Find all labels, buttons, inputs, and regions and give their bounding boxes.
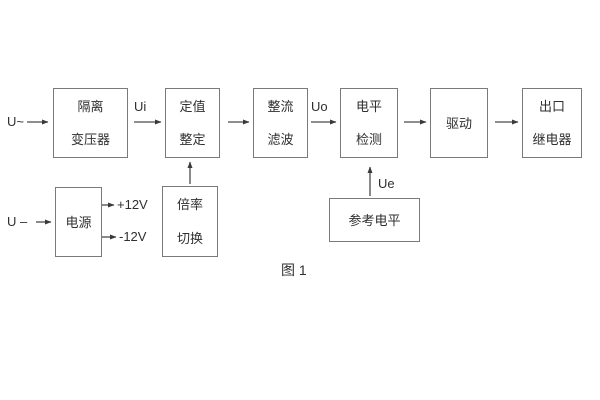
block-output-relay-line2: 继电器 [532, 132, 572, 147]
block-ratio-switching-line2: 切换 [176, 231, 203, 246]
block-isolation-transformer-line2: 变压器 [70, 132, 110, 147]
block-ratio-switching-line1: 倍率 [176, 197, 203, 212]
block-output-relay: 出口 继电器 [522, 88, 582, 158]
block-rectifier-filter: 整流 滤波 [253, 88, 308, 158]
block-setting-adjustment-line1: 定值 [179, 99, 206, 114]
block-output-relay-line1: 出口 [538, 99, 565, 114]
block-level-detection: 电平 检测 [340, 88, 398, 158]
block-rectifier-filter-line2: 滤波 [267, 132, 294, 147]
label-ui: Ui [134, 99, 147, 114]
block-drive-label: 驱动 [445, 115, 472, 131]
label-plus-12v: +12V [117, 197, 148, 212]
block-ratio-switching: 倍率 切换 [162, 186, 218, 257]
block-rectifier-filter-line1: 整流 [267, 99, 294, 114]
block-power-supply: 电源 [55, 187, 102, 257]
block-level-detection-line2: 检测 [355, 132, 382, 147]
label-ue: Ue [378, 176, 395, 191]
label-input-ac: U~ [7, 114, 24, 129]
label-minus-12v: -12V [119, 229, 147, 244]
block-power-supply-label: 电源 [65, 214, 92, 230]
label-input-dc: U – [7, 214, 28, 229]
label-uo: Uo [311, 99, 328, 114]
block-drive: 驱动 [430, 88, 488, 158]
block-setting-adjustment: 定值 整定 [165, 88, 220, 158]
block-isolation-transformer-line1: 隔离 [77, 99, 104, 114]
block-reference-level: 参考电平 [329, 198, 420, 242]
block-reference-level-label: 参考电平 [348, 212, 401, 228]
figure-caption: 图 1 [281, 262, 307, 278]
block-isolation-transformer: 隔离 变压器 [53, 88, 128, 158]
block-level-detection-line1: 电平 [355, 99, 382, 114]
block-setting-adjustment-line2: 整定 [179, 132, 206, 147]
